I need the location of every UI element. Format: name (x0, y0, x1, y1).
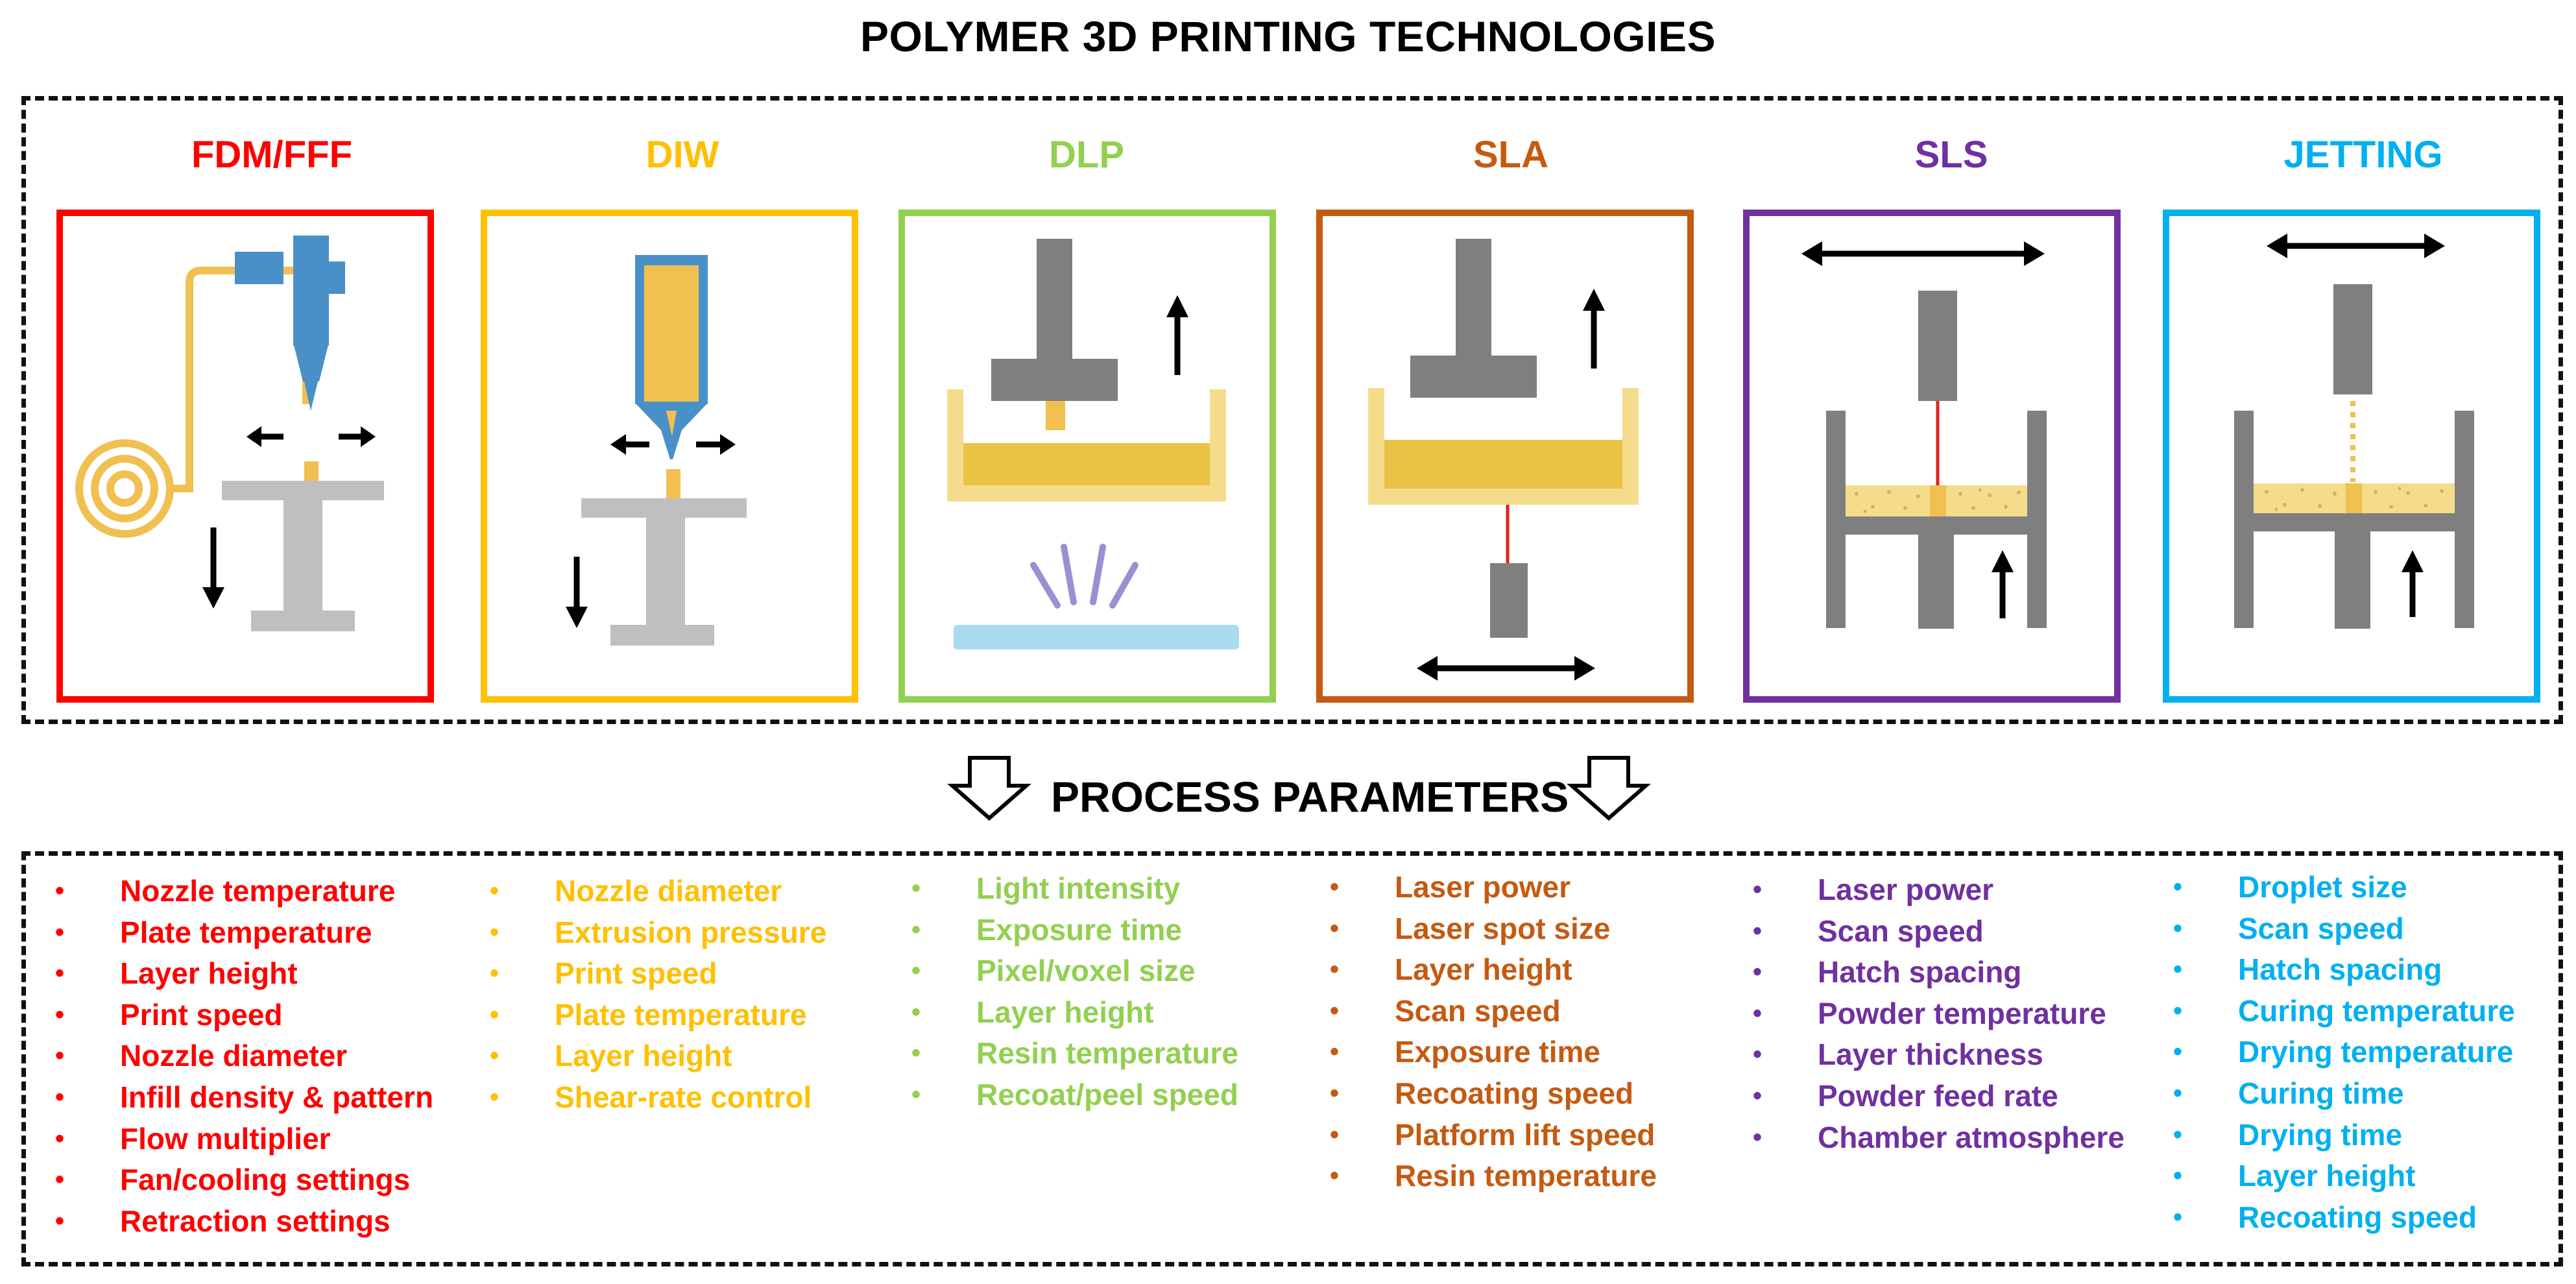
technologies-frame (21, 96, 2563, 724)
down-arrow-icon (947, 756, 1031, 821)
parameter-item: •Drying time (2173, 1117, 2403, 1152)
parameter-item: •Drying temperature (2173, 1035, 2514, 1069)
parameter-item: •Extrusion pressure (490, 915, 827, 949)
parameter-item: •Scan speed (2173, 911, 2404, 945)
sls-parameter-list: •Laser power •Scan speed •Hatch spacing … (1753, 869, 2125, 1158)
parameter-item: •Laser spot size (1330, 911, 1611, 945)
sls-panel (1743, 210, 2121, 703)
jetting-parameter-list: •Droplet size •Scan speed •Hatch spacing… (2173, 867, 2515, 1238)
down-arrow-icon (1567, 756, 1651, 821)
parameter-item: •Light intensity (911, 871, 1181, 905)
process-parameters-label: PROCESS PARAMETERS (1051, 773, 1569, 821)
parameters-frame (21, 851, 2563, 1266)
diw-printer-icon (566, 255, 747, 646)
parameter-item: •Plate temperature (55, 915, 372, 949)
parameter-item: •Resin temperature (911, 1036, 1238, 1071)
diw-panel (481, 210, 858, 703)
parameter-item: •Resin temperature (1330, 1159, 1657, 1193)
parameter-item: •Recoating speed (1330, 1076, 1634, 1110)
dlp-printer-icon (947, 239, 1239, 649)
parameter-item: •Chamber atmosphere (1753, 1120, 2125, 1154)
tech-title-sls: SLS (1914, 134, 1988, 176)
dlp-parameter-list: •Light intensity •Exposure time •Pixel/v… (911, 868, 1238, 1116)
tech-title-diw: DIW (645, 134, 719, 176)
parameter-item: •Nozzle diameter (490, 874, 782, 908)
parameter-item: •Print speed (490, 956, 717, 991)
parameter-item: •Exposure time (911, 912, 1182, 947)
parameter-item: •Curing time (2173, 1076, 2404, 1110)
sls-printer-icon (1801, 241, 2047, 629)
sla-printer-icon (1368, 239, 1639, 681)
parameter-item: •Flow multiplier (55, 1121, 331, 1156)
parameter-item: •Powder feed rate (1753, 1078, 2058, 1113)
dlp-panel (898, 210, 1276, 703)
tech-title-fdm: FDM/FFF (191, 134, 353, 176)
parameter-item: •Hatch spacing (1753, 955, 2022, 989)
parameter-item: •Nozzle diameter (55, 1039, 348, 1073)
parameter-item: •Layer height (2173, 1159, 2416, 1193)
parameter-item: •Layer height (911, 995, 1154, 1029)
fdm-panel (56, 210, 434, 703)
parameter-item: •Hatch spacing (2173, 952, 2442, 987)
parameter-item: •Shear-rate control (490, 1080, 812, 1114)
parameter-item: •Layer thickness (1753, 1037, 2043, 1072)
parameter-item: •Platform lift speed (1330, 1117, 1655, 1152)
parameter-item: •Recoating speed (2173, 1200, 2477, 1234)
parameter-item: •Powder temperature (1753, 996, 2106, 1030)
tech-title-sla: SLA (1473, 134, 1548, 176)
parameter-item: •Recoat/peel speed (911, 1077, 1238, 1111)
parameter-item: •Fan/cooling settings (55, 1163, 411, 1197)
parameter-item: •Laser power (1753, 873, 1993, 906)
parameter-item: •Print speed (55, 997, 283, 1032)
parameter-item: •Plate temperature (490, 997, 807, 1032)
diw-parameter-list: •Nozzle diameter •Extrusion pressure •Pr… (490, 871, 826, 1119)
parameter-item: •Infill density & pattern (55, 1080, 434, 1114)
parameter-item: •Nozzle temperature (55, 874, 396, 908)
jetting-printer-icon (2234, 234, 2474, 629)
parameter-item: •Curing temperature (2173, 993, 2515, 1028)
page-title: POLYMER 3D PRINTING TECHNOLOGIES (860, 12, 1716, 60)
sla-parameter-list: •Laser power •Laser spot size •Layer hei… (1330, 867, 1657, 1197)
parameter-item: •Scan speed (1753, 914, 1984, 948)
parameter-item: •Layer height (1330, 952, 1572, 987)
sla-panel (1316, 210, 1694, 703)
tech-title-dlp: DLP (1049, 134, 1124, 176)
fdm-printer-icon (75, 236, 384, 631)
jetting-panel (2163, 210, 2540, 703)
parameter-item: •Layer height (55, 956, 298, 991)
parameter-item: •Layer height (490, 1039, 732, 1073)
parameter-item: •Scan speed (1330, 993, 1561, 1028)
parameter-item: •Retraction settings (55, 1204, 391, 1238)
parameter-item: •Droplet size (2173, 870, 2407, 904)
tech-title-jetting: JETTING (2283, 134, 2443, 176)
fdm-parameter-list: •Nozzle temperature •Plate temperature •… (55, 871, 433, 1242)
parameter-item: •Pixel/voxel size (911, 954, 1196, 988)
parameter-item: •Exposure time (1330, 1035, 1600, 1069)
parameter-item: •Laser power (1330, 870, 1571, 904)
